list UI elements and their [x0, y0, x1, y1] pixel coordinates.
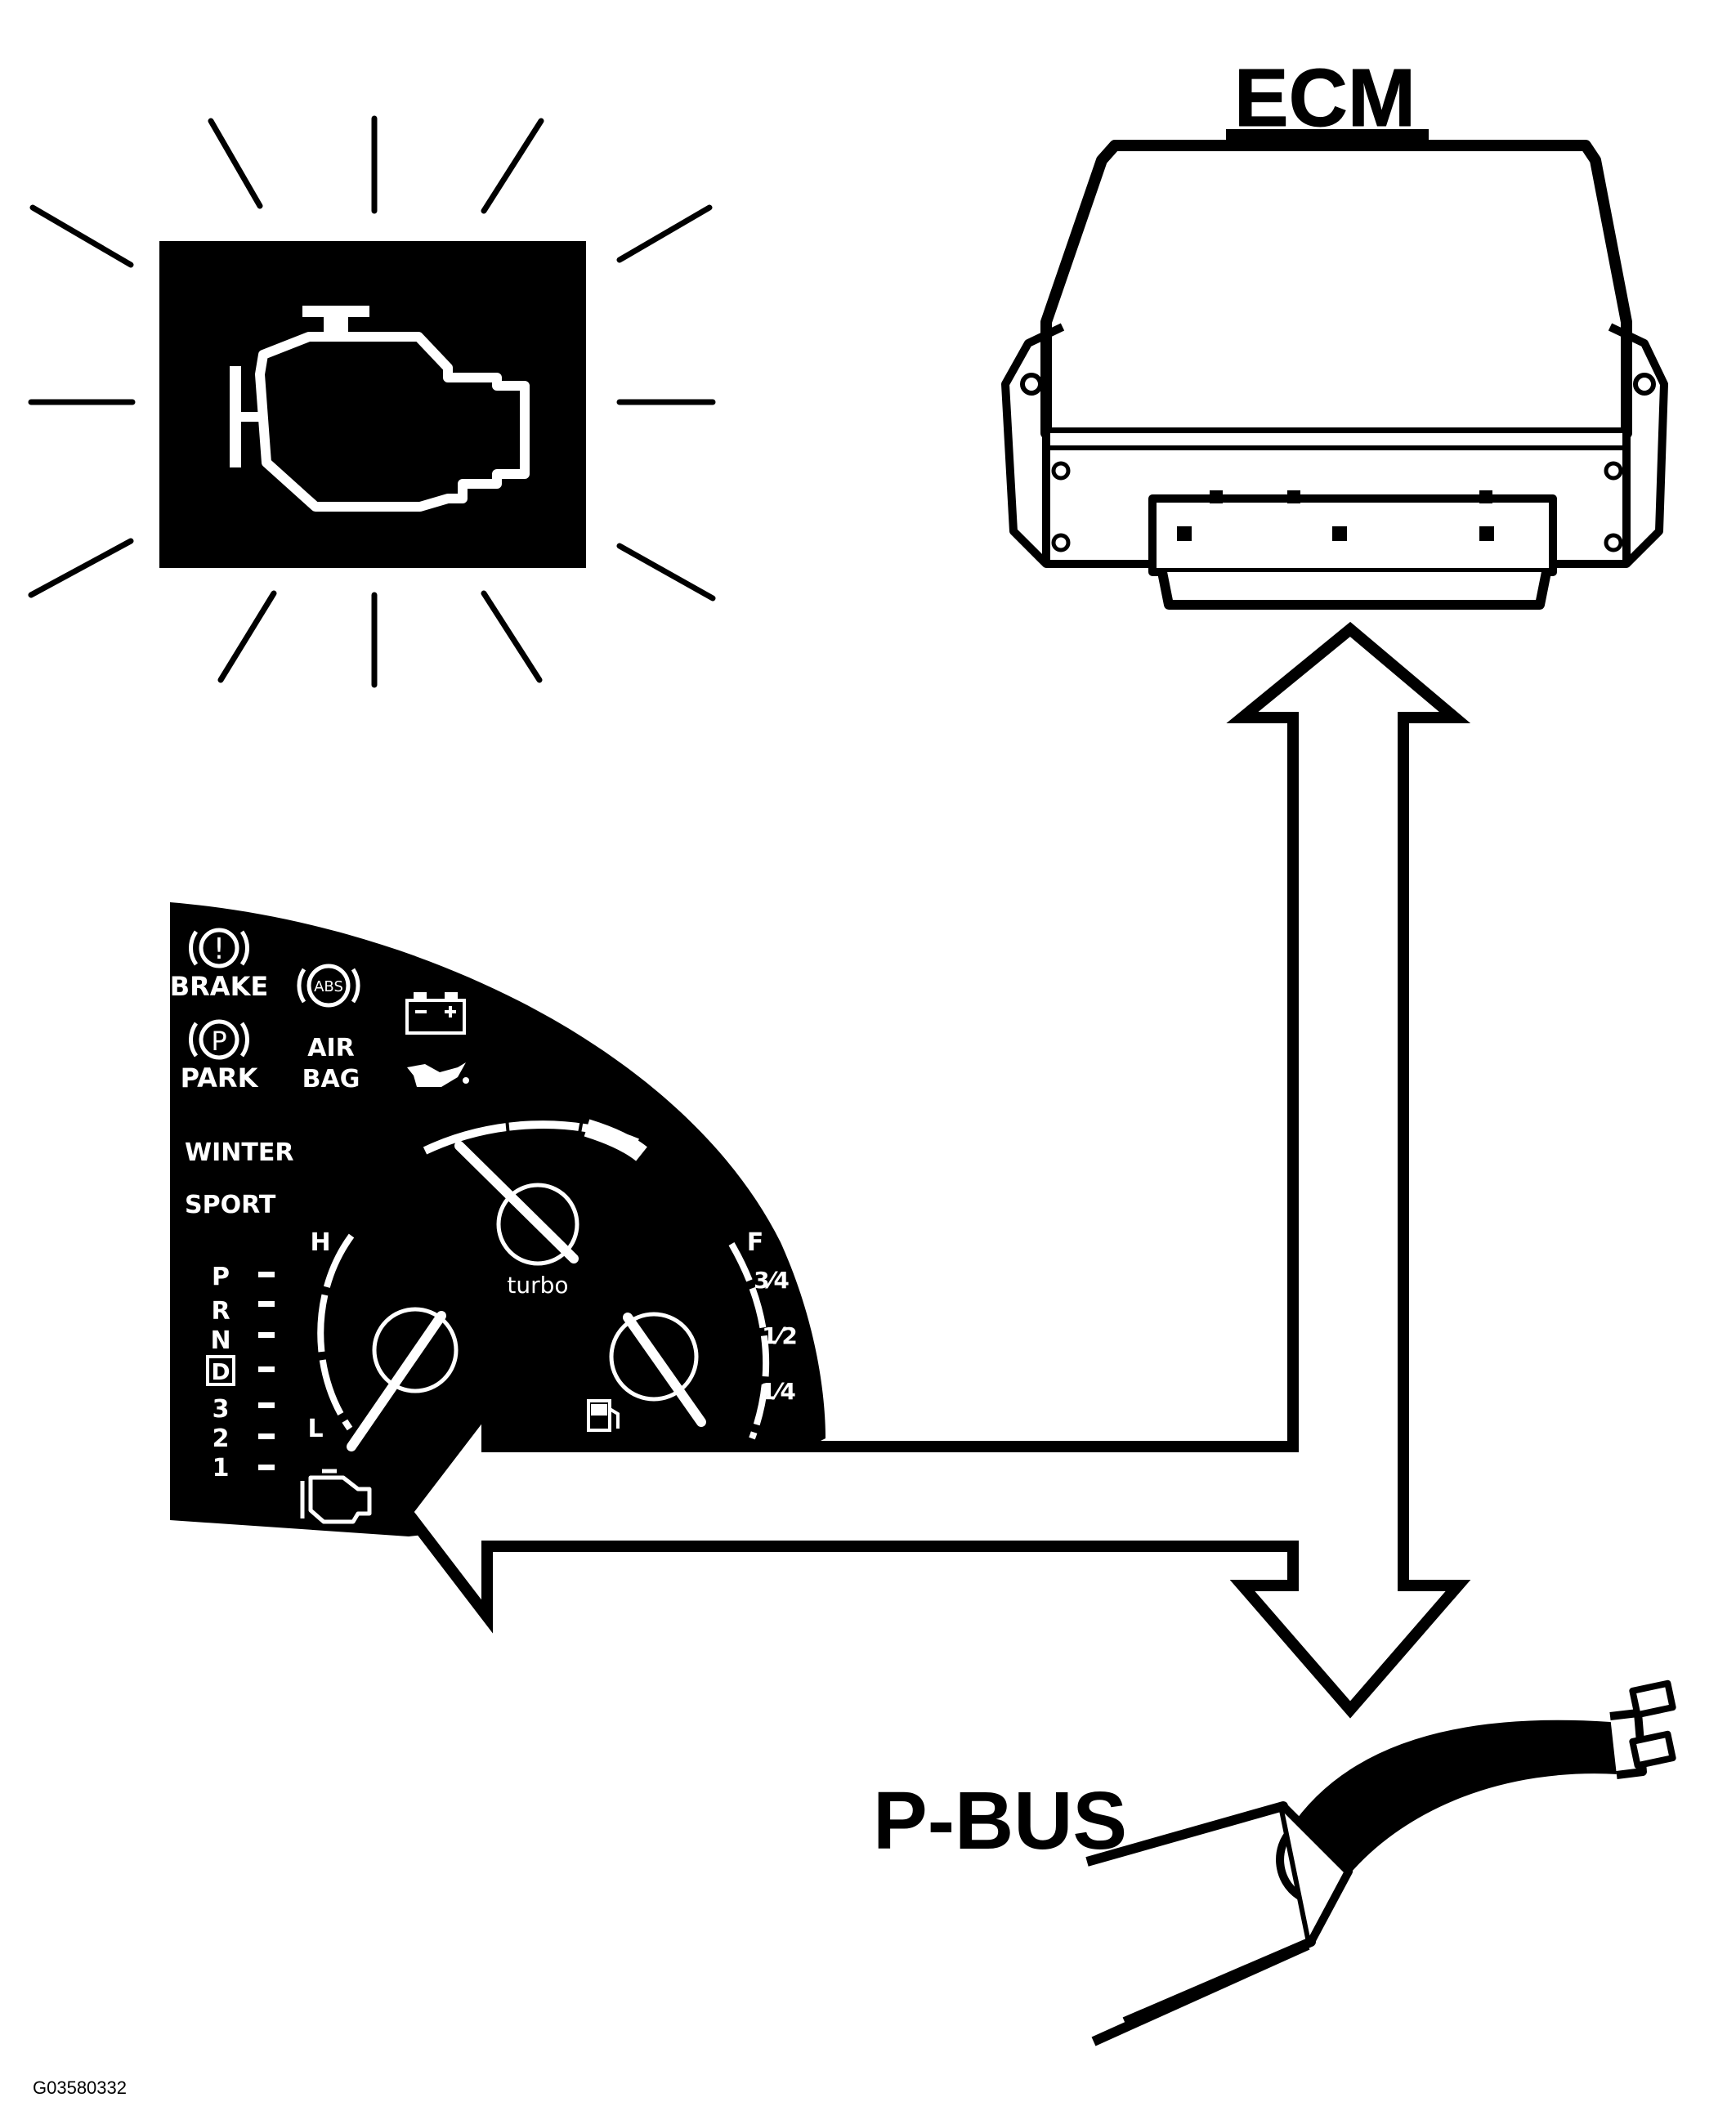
ecm-label: ECM: [1234, 52, 1416, 144]
gear-2: 2: [213, 1424, 230, 1453]
communication-arrows: [400, 621, 1471, 1719]
fuel-three-quarter-label: 3⁄4: [754, 1267, 790, 1294]
gear-indicator: P R N D 3 2 1: [206, 1263, 275, 1483]
temp-needle: [347, 1311, 446, 1451]
pbus-label: P-BUS: [873, 1775, 1127, 1867]
svg-text:!: !: [213, 933, 225, 966]
brake-telltale: ! BRAKE: [170, 928, 268, 1002]
gear-d: D: [211, 1358, 230, 1385]
ecm-module: ECM: [1001, 52, 1668, 610]
brake-label: BRAKE: [170, 971, 268, 1002]
gear-1: 1: [213, 1454, 230, 1483]
temperature-gauge: H L: [307, 1228, 459, 1451]
gear-r: R: [211, 1297, 230, 1326]
turbo-gauge: turbo: [423, 1117, 647, 1299]
cluster-check-engine-icon: [300, 1469, 372, 1524]
check-engine-icon: [230, 306, 530, 512]
park-label: PARK: [181, 1062, 259, 1094]
fuel-needle: [623, 1313, 706, 1427]
airbag-telltale: AIR BAG: [302, 1034, 360, 1094]
flash-rays: [28, 115, 716, 688]
fuel-full-label: F: [747, 1228, 764, 1257]
fuel-half-label: 1⁄2: [762, 1322, 798, 1349]
mil-lamp: [28, 115, 716, 688]
figure-id: G03580332: [33, 2077, 127, 2098]
bag-label: BAG: [302, 1065, 360, 1094]
fuel-gauge: F 3⁄4 1⁄2 1⁄4: [587, 1228, 798, 1440]
temp-high-label: H: [310, 1228, 330, 1257]
svg-text:P: P: [211, 1026, 226, 1057]
wiring-harness-icon: [1085, 1679, 1676, 2046]
park-telltale: P PARK: [181, 1019, 259, 1094]
oil-can-icon: [407, 1062, 469, 1087]
gear-n: N: [210, 1326, 230, 1355]
turbo-needle: [454, 1141, 579, 1263]
temp-low-label: L: [307, 1415, 323, 1443]
fuel-pump-icon: [587, 1399, 620, 1432]
turbo-label: turbo: [507, 1272, 568, 1299]
gear-3: 3: [213, 1395, 230, 1424]
svg-text:ABS: ABS: [314, 978, 343, 995]
sport-mode-label: SPORT: [185, 1191, 276, 1219]
instrument-cluster: ! BRAKE P PARK ABS AIR BAG: [170, 902, 825, 1536]
air-label: AIR: [307, 1034, 354, 1062]
gear-p: P: [212, 1263, 230, 1291]
abs-telltale: ABS: [297, 964, 360, 1008]
battery-icon: [405, 992, 466, 1035]
data-flow-arrow: [400, 621, 1471, 1719]
winter-mode-label: WINTER: [185, 1138, 293, 1167]
fuel-quarter-label: 1⁄4: [760, 1378, 796, 1405]
